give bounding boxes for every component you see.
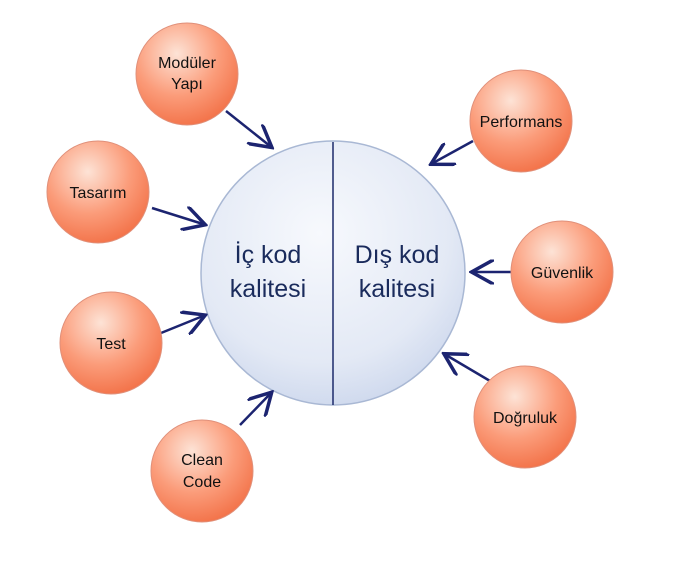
outer-quality-label-line2: kalitesi [359, 275, 435, 303]
node-circle [510, 220, 614, 324]
node-circle [46, 140, 150, 244]
node-label-line1: Güvenlik [531, 265, 594, 282]
node-label-line2: Yapı [171, 76, 203, 93]
node-label-line1: Tasarım [70, 185, 127, 202]
node-label-line1: Modüler [158, 55, 216, 72]
node-circle [469, 69, 573, 173]
node-performans: Performans [469, 69, 573, 173]
node-dogruluk: Doğruluk [473, 365, 577, 469]
outer-quality-label-line1: Dış kod [355, 241, 440, 269]
arrow-test [160, 316, 203, 333]
node-label-line1: Performans [480, 114, 563, 131]
node-circle [135, 22, 239, 126]
node-tasarim: Tasarım [46, 140, 150, 244]
node-test: Test [59, 291, 163, 395]
node-circle [59, 291, 163, 395]
arrow-clean-code [239, 394, 270, 426]
node-guvenlik: Güvenlik [510, 220, 614, 324]
node-label-line2: Code [183, 474, 221, 491]
node-circle [473, 365, 577, 469]
arrow-dogruluk [446, 355, 491, 383]
arrow-tasarim [151, 208, 203, 224]
node-label-line1: Test [96, 336, 126, 353]
node-circle [150, 419, 254, 523]
arrow-moduler-yapi [225, 110, 270, 146]
center-circle: İç kod kalitesi Dış kod kalitesi [200, 140, 466, 406]
node-label-line1: Clean [181, 452, 223, 469]
arrows [151, 110, 512, 426]
node-clean-code: Clean Code [150, 419, 254, 523]
node-moduler-yapi: Modüler Yapı [135, 22, 239, 126]
arrow-performans [433, 139, 474, 163]
inner-quality-label-line1: İç kod [235, 240, 302, 269]
inner-quality-label-line2: kalitesi [230, 275, 306, 303]
node-label-line1: Doğruluk [493, 410, 558, 427]
